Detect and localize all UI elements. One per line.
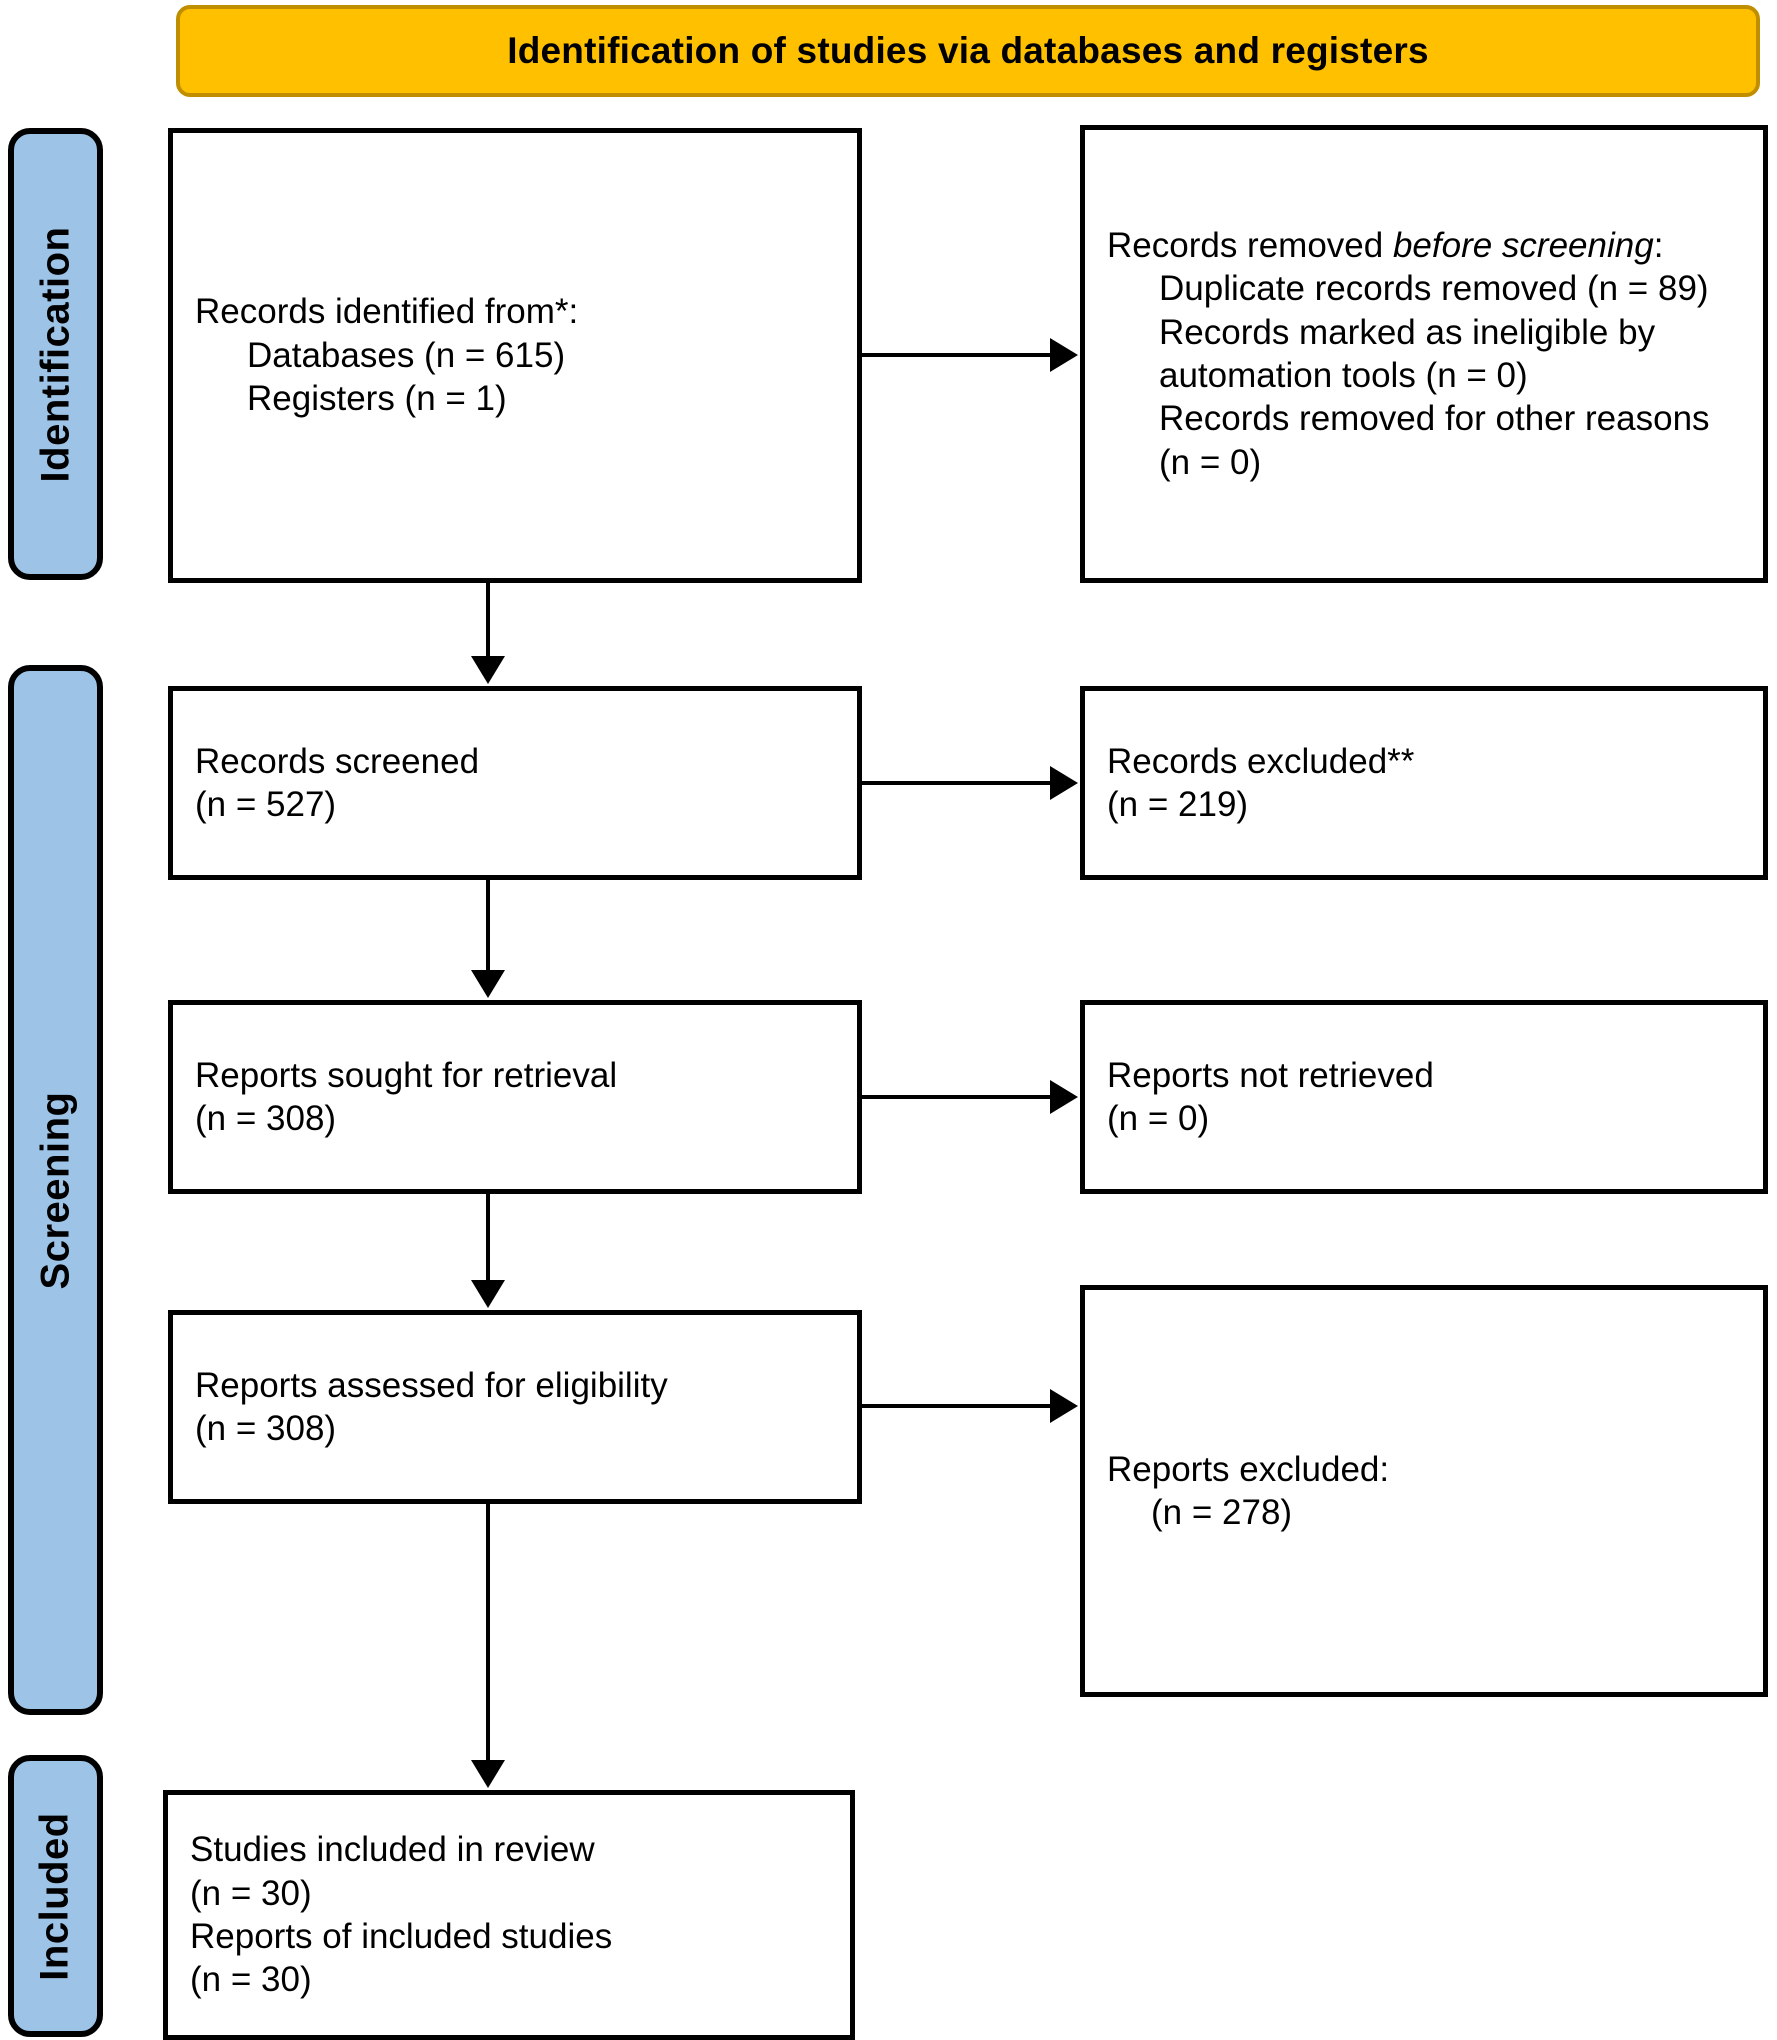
box-reports-excluded: Reports excluded: (n = 278) — [1080, 1285, 1768, 1697]
arrow-sought-to-assessed-head — [471, 1280, 505, 1308]
records-removed-duplicates: Duplicate records removed (n = 89) — [1159, 269, 1709, 309]
stage-included-text: Included — [33, 1811, 78, 1981]
reports-not-retrieved-count: (n = 0) — [1107, 1099, 1210, 1138]
stage-label-included: Included — [8, 1755, 103, 2037]
arrow-sought-to-not-retrieved-head — [1050, 1080, 1078, 1114]
box-records-excluded: Records excluded** (n = 219) — [1080, 686, 1768, 880]
arrow-identified-to-screened-line — [486, 583, 490, 658]
arrow-screened-to-excluded-head — [1050, 766, 1078, 800]
records-screened-title: Records screened — [195, 741, 480, 781]
box-reports-sought-for-retrieval: Reports sought for retrieval (n = 308) — [168, 1000, 862, 1194]
arrow-identified-to-removed-line — [862, 353, 1052, 357]
records-removed-other: Records removed for other reasons (n = 0… — [1159, 399, 1710, 482]
records-removed-title-b: : — [1653, 225, 1664, 265]
arrow-assessed-to-reports-excluded-line — [862, 1404, 1052, 1408]
arrow-screened-to-excluded-line — [862, 781, 1052, 785]
arrow-screened-to-sought-head — [471, 970, 505, 998]
box-reports-assessed-for-eligibility: Reports assessed for eligibility (n = 30… — [168, 1310, 862, 1504]
arrow-assessed-to-reports-excluded-head — [1050, 1389, 1078, 1423]
box-reports-not-retrieved: Reports not retrieved (n = 0) — [1080, 1000, 1768, 1194]
reports-sought-title: Reports sought for retrieval — [195, 1055, 618, 1095]
records-removed-title: Records removed before screening: — [1107, 224, 1741, 267]
records-screened-count: (n = 527) — [195, 785, 337, 824]
reports-not-retrieved-title: Reports not retrieved — [1107, 1055, 1434, 1095]
stage-screening-text: Screening — [33, 1091, 77, 1289]
records-removed-title-em: before screening — [1392, 225, 1654, 265]
arrow-assessed-to-included-line — [486, 1504, 490, 1762]
box-records-identified: Records identified from*: Databases (n =… — [168, 128, 862, 583]
records-removed-title-a: Records removed — [1107, 225, 1393, 265]
arrow-screened-to-sought-line — [486, 880, 490, 972]
reports-sought-count: (n = 308) — [195, 1099, 337, 1138]
arrow-identified-to-removed-head — [1050, 338, 1078, 372]
records-excluded-title: Records excluded** — [1107, 741, 1415, 781]
arrow-sought-to-not-retrieved-line — [862, 1095, 1052, 1099]
records-identified-registers: Registers (n = 1) — [247, 379, 507, 419]
stage-label-identification: Identification — [8, 128, 103, 580]
box-records-removed-before-screening: Records removed before screening: Duplic… — [1080, 125, 1768, 583]
reports-included-title: Reports of included studies — [190, 1917, 613, 1956]
arrow-sought-to-assessed-line — [486, 1194, 490, 1282]
reports-assessed-count: (n = 308) — [195, 1409, 337, 1448]
records-identified-databases: Databases (n = 615) — [247, 335, 566, 375]
reports-assessed-title: Reports assessed for eligibility — [195, 1365, 668, 1405]
arrow-assessed-to-included-head — [471, 1760, 505, 1788]
reports-included-count: (n = 30) — [190, 1960, 312, 2000]
stage-label-screening: Screening — [8, 665, 103, 1715]
reports-excluded-title: Reports excluded: — [1107, 1449, 1390, 1489]
box-studies-included: Studies included in review (n = 30) Repo… — [163, 1790, 855, 2040]
arrow-identified-to-screened-head — [471, 656, 505, 684]
box-records-screened: Records screened (n = 527) — [168, 686, 862, 880]
studies-included-title: Studies included in review — [190, 1830, 595, 1870]
identification-banner: Identification of studies via databases … — [176, 5, 1760, 97]
reports-excluded-count: (n = 278) — [1151, 1493, 1293, 1532]
records-excluded-count: (n = 219) — [1107, 785, 1249, 824]
stage-identification-text: Identification — [33, 226, 78, 482]
records-identified-title: Records identified from*: — [195, 292, 579, 332]
banner-title: Identification of studies via databases … — [507, 30, 1429, 71]
studies-included-count: (n = 30) — [190, 1873, 312, 1913]
records-removed-automation: Records marked as ineligible by automati… — [1159, 312, 1656, 395]
